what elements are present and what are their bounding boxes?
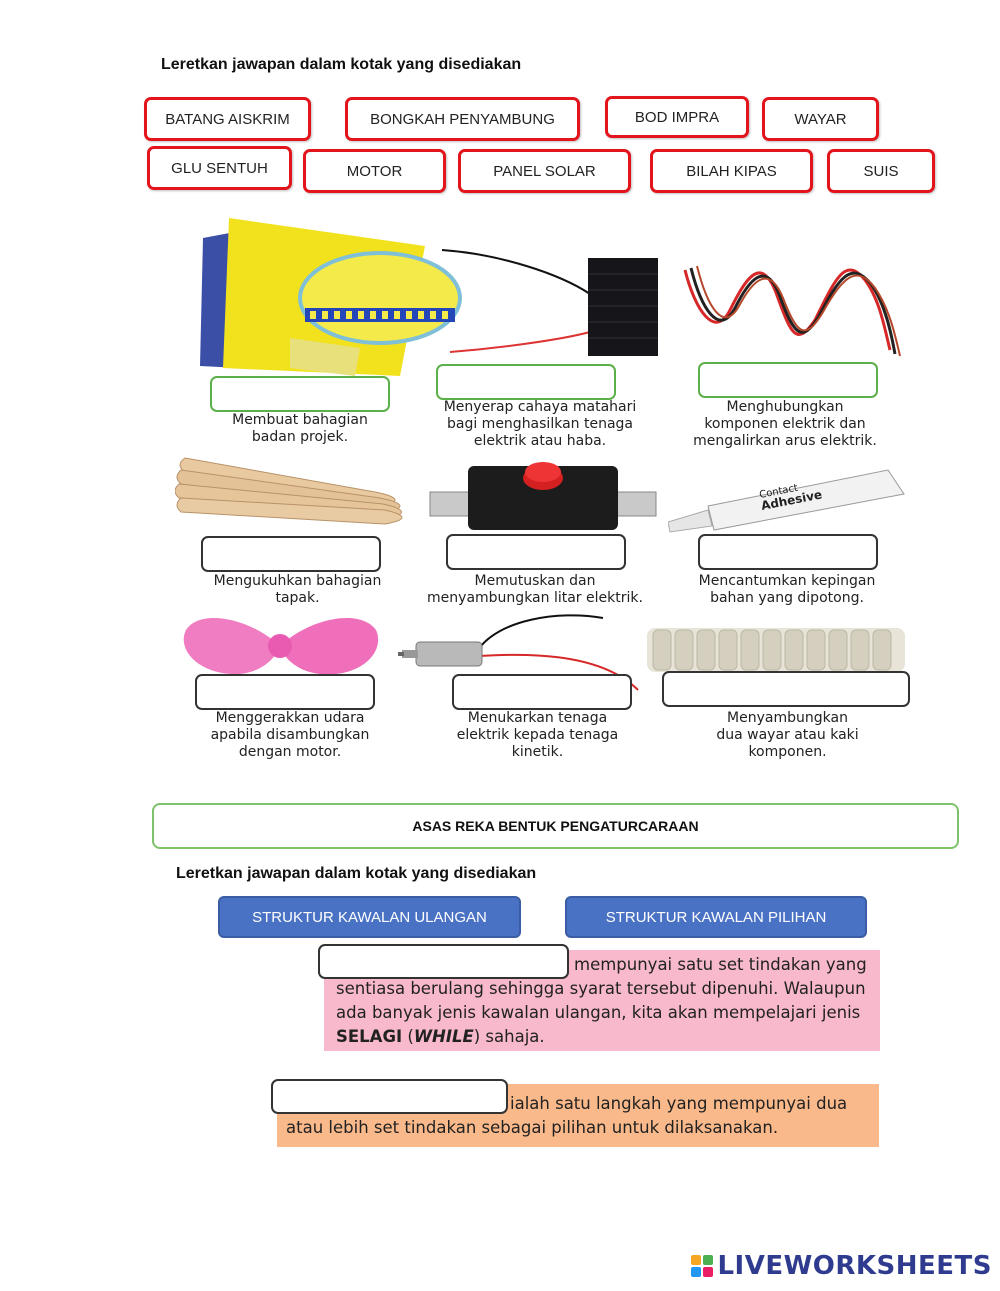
answer-box-7[interactable]	[195, 674, 375, 710]
para1-while: WHILE	[413, 1027, 474, 1046]
chip-struktur-kawalan-ulangan[interactable]: STRUKTUR KAWALAN ULANGAN	[218, 896, 521, 938]
chip-batang-aiskrim[interactable]: BATANG AISKRIM	[144, 97, 311, 141]
wires-image	[683, 265, 901, 357]
impra-board-image	[200, 218, 462, 376]
answer-box-5[interactable]	[446, 534, 626, 570]
answer-box-1[interactable]	[210, 376, 390, 412]
para1-line1: mempunyai satu set tindakan yang	[574, 955, 867, 974]
liveworksheets-logo: LIVEWORKSHEETS	[691, 1251, 992, 1281]
answer-box-ulangan[interactable]	[318, 944, 569, 979]
para1-close: ) sahaja.	[473, 1027, 545, 1046]
glue-tube-image: Contact Adhesive	[668, 469, 905, 533]
para1-selagi: SELAGI	[336, 1027, 403, 1046]
section2-heading: Leretkan jawapan dalam kotak yang disedi…	[176, 865, 537, 882]
para1-open-paren: (	[402, 1027, 414, 1046]
fan-blade-image	[183, 618, 379, 675]
logo-blocks-icon	[691, 1255, 714, 1277]
chip-wayar[interactable]: WAYAR	[762, 97, 879, 141]
switch-image	[429, 462, 657, 530]
para1-line4: SELAGI (WHILE) sahaja.	[336, 1025, 545, 1049]
chip-motor[interactable]: MOTOR	[303, 149, 446, 193]
ice-cream-sticks-image	[175, 457, 403, 525]
connector-block-image	[647, 628, 905, 672]
logo-text: LIVEWORKSHEETS	[717, 1251, 992, 1281]
answer-box-9[interactable]	[662, 671, 910, 707]
answer-box-8[interactable]	[452, 674, 632, 710]
chip-bongkah-penyambung[interactable]: BONGKAH PENYAMBUNG	[345, 97, 580, 141]
para2-line1: ialah satu langkah yang mempunyai dua	[510, 1094, 848, 1113]
answer-box-4[interactable]	[201, 536, 381, 572]
section1-heading: Leretkan jawapan dalam kotak yang disedi…	[161, 56, 522, 73]
section-banner: ASAS REKA BENTUK PENGATURCARAAN	[152, 803, 959, 849]
answer-box-2[interactable]	[436, 364, 616, 400]
answer-box-3[interactable]	[698, 362, 878, 398]
chip-bilah-kipas[interactable]: BILAH KIPAS	[650, 149, 813, 193]
solar-panel-image	[441, 249, 658, 356]
chip-panel-solar[interactable]: PANEL SOLAR	[458, 149, 631, 193]
answer-box-6[interactable]	[698, 534, 878, 570]
para1-line3: ada banyak jenis kawalan ulangan, kita a…	[336, 1003, 861, 1022]
chip-suis[interactable]: SUIS	[827, 149, 935, 193]
chip-glu-sentuh[interactable]: GLU SENTUH	[147, 146, 292, 190]
chip-bod-impra[interactable]: BOD IMPRA	[605, 96, 749, 138]
answer-box-pilihan[interactable]	[271, 1079, 508, 1114]
para1-line2: sentiasa berulang sehingga syarat terseb…	[336, 979, 866, 998]
para2-line2: atau lebih set tindakan sebagai pilihan …	[286, 1118, 779, 1137]
chip-struktur-kawalan-pilihan[interactable]: STRUKTUR KAWALAN PILIHAN	[565, 896, 867, 938]
